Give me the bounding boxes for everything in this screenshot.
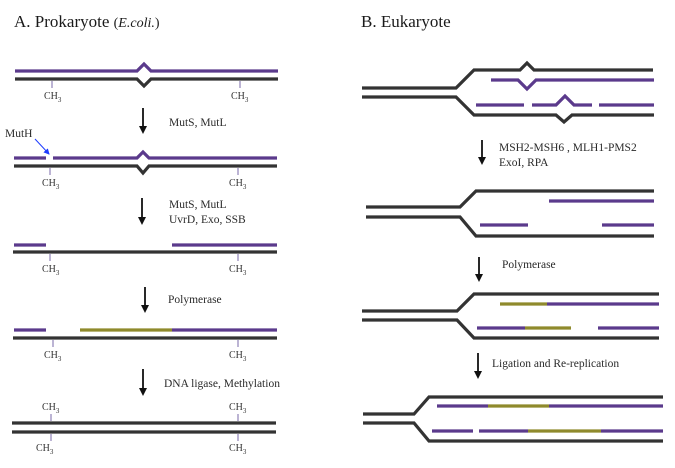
step-label: MSH2-MSH6 , MLH1-PMS2 xyxy=(499,142,637,154)
a-step3-arrow: Polymerase xyxy=(141,287,222,313)
step-label: MutS, MutL xyxy=(169,199,227,211)
step-label: Polymerase xyxy=(168,294,222,306)
methyl-label: CH3 xyxy=(42,264,60,277)
methyl-label: CH3 xyxy=(229,264,247,277)
a-row1-mismatch-dna: CH3 CH3 xyxy=(15,61,278,104)
step-label: DNA ligase, Methylation xyxy=(164,378,280,390)
a-step1-arrow: MutS, MutL xyxy=(139,108,227,134)
lagging-parental-strand xyxy=(362,318,659,340)
parental-strand xyxy=(14,164,277,176)
methyl-label: CH3 xyxy=(42,402,60,415)
arrow-head xyxy=(138,217,146,225)
methyl-label: CH3 xyxy=(229,350,247,363)
panel-a-prokaryote: A. Prokaryote (E.coli.) CH3 CH3 MutS, Mu… xyxy=(5,12,280,456)
arrow-head xyxy=(141,305,149,313)
methyl-label: CH3 xyxy=(229,443,247,456)
arrow-head xyxy=(474,371,482,379)
a-row3-excised-dna: CH3 CH3 xyxy=(13,243,277,277)
a-row2-nicked-dna: MutH CH3 CH3 xyxy=(5,128,277,191)
leading-parental-strand xyxy=(362,60,653,90)
arrow-head xyxy=(478,157,486,165)
lagging-parental-strand xyxy=(363,421,663,443)
panel-b-eukaryote: B. Eukaryote MSH2-MSH6 , MLH1-PMS2 ExoI,… xyxy=(361,12,663,443)
a-step2-arrow: MutS, MutL UvrD, Exo, SSB xyxy=(138,198,246,226)
step-label: Ligation and Re-replication xyxy=(492,358,619,370)
a-step4-arrow: DNA ligase, Methylation xyxy=(139,369,280,396)
daughter-strand xyxy=(53,149,277,160)
a-row5-repaired-dna: CH3 CH3 CH3 CH3 xyxy=(12,402,276,456)
b-fork3-resynthesized xyxy=(362,292,659,340)
step-label: UvrD, Exo, SSB xyxy=(169,214,246,226)
leading-parental-strand xyxy=(362,292,659,313)
arrow-head xyxy=(139,126,147,134)
leading-parental-strand xyxy=(366,189,654,209)
panel-b-title: B. Eukaryote xyxy=(361,12,451,31)
lagging-daughter-fragment xyxy=(532,93,592,107)
arrow-head xyxy=(475,274,483,282)
methyl-label: CH3 xyxy=(44,91,62,104)
methyl-label: CH3 xyxy=(229,402,247,415)
leading-daughter-strand xyxy=(491,78,654,92)
methyl-label: CH3 xyxy=(36,443,54,456)
mutH-label: MutH xyxy=(5,128,32,140)
leading-parental-strand xyxy=(363,395,663,416)
methyl-label: CH3 xyxy=(229,178,247,191)
step-label: Polymerase xyxy=(502,259,556,271)
b-step1-arrow: MSH2-MSH6 , MLH1-PMS2 ExoI, RPA xyxy=(478,140,637,169)
b-fork2-excised xyxy=(366,189,654,238)
a-row4-resynthesized-dna: CH3 CH3 xyxy=(13,328,277,363)
b-fork4-repaired xyxy=(363,395,663,443)
mutH-pointer-arrow xyxy=(34,138,50,155)
panel-a-title: A. Prokaryote (E.coli.) xyxy=(14,12,160,31)
b-step2-arrow: Polymerase xyxy=(475,257,556,282)
step-label: MutS, MutL xyxy=(169,117,227,129)
b-fork1-mismatch xyxy=(362,60,654,125)
parental-strand xyxy=(15,77,278,89)
daughter-strand xyxy=(15,61,278,73)
b-step3-arrow: Ligation and Re-replication xyxy=(474,353,619,379)
methyl-label: CH3 xyxy=(44,350,62,363)
methyl-label: CH3 xyxy=(231,91,249,104)
arrow-head xyxy=(139,388,147,396)
step-label: ExoI, RPA xyxy=(499,157,549,169)
lagging-parental-strand xyxy=(362,95,654,125)
methyl-label: CH3 xyxy=(42,178,60,191)
lagging-parental-strand xyxy=(366,215,654,238)
